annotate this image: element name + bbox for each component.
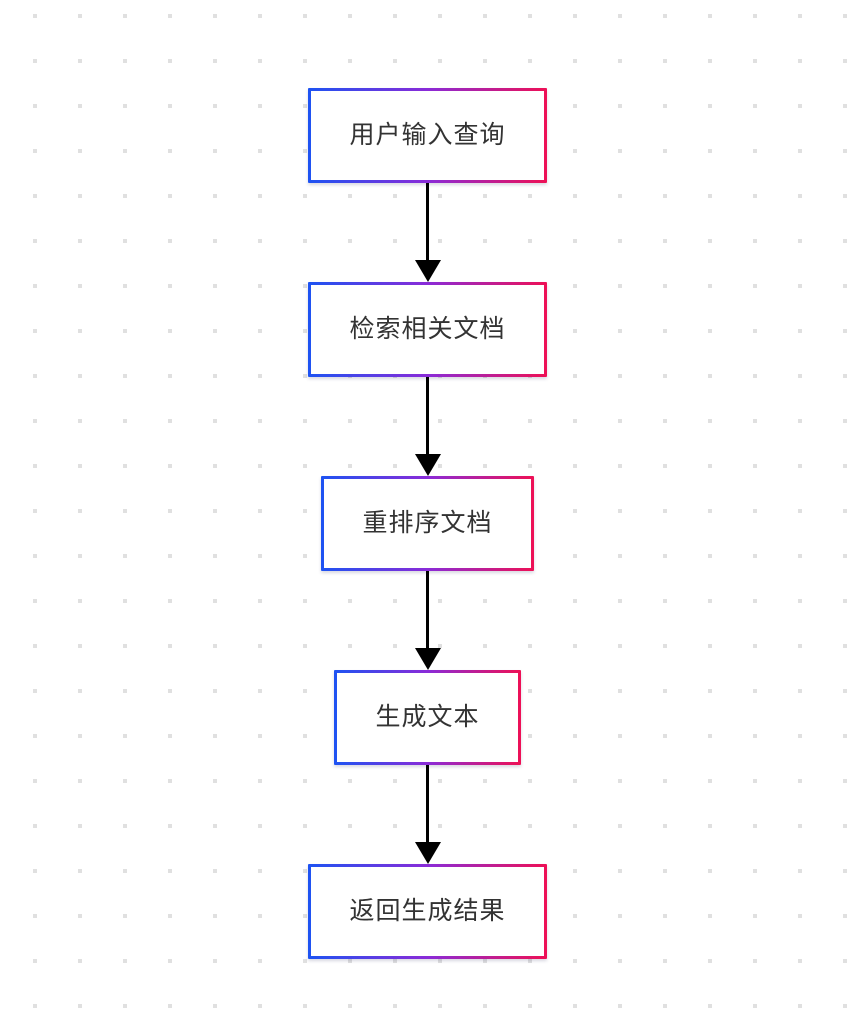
node-label: 生成文本: [375, 703, 480, 731]
flow-node-rerank-docs: 重排序文档: [321, 476, 533, 571]
flow-arrow-4: [414, 765, 441, 864]
arrow-down-icon: [414, 454, 441, 476]
arrow-shaft: [426, 377, 429, 454]
arrow-down-icon: [414, 842, 441, 864]
flow-node-generate-text: 生成文本: [334, 670, 520, 765]
flow-arrow-3: [414, 571, 441, 670]
node-label: 检索相关文档: [349, 315, 506, 343]
arrow-shaft: [426, 571, 429, 648]
node-label: 返回生成结果: [349, 897, 506, 925]
node-label: 重排序文档: [362, 509, 493, 537]
arrow-shaft: [426, 183, 429, 260]
flow-node-user-query: 用户输入查询: [308, 88, 546, 183]
arrow-down-icon: [414, 260, 441, 282]
arrow-down-icon: [414, 648, 441, 670]
flowchart: 用户输入查询 检索相关文档 重排序文档 生成文本 返回生成结果: [308, 88, 546, 959]
node-label: 用户输入查询: [349, 121, 506, 149]
arrow-shaft: [426, 765, 429, 842]
flow-arrow-1: [414, 183, 441, 282]
flow-node-retrieve-docs: 检索相关文档: [308, 282, 546, 377]
flow-arrow-2: [414, 377, 441, 476]
flow-node-return-result: 返回生成结果: [308, 864, 546, 959]
